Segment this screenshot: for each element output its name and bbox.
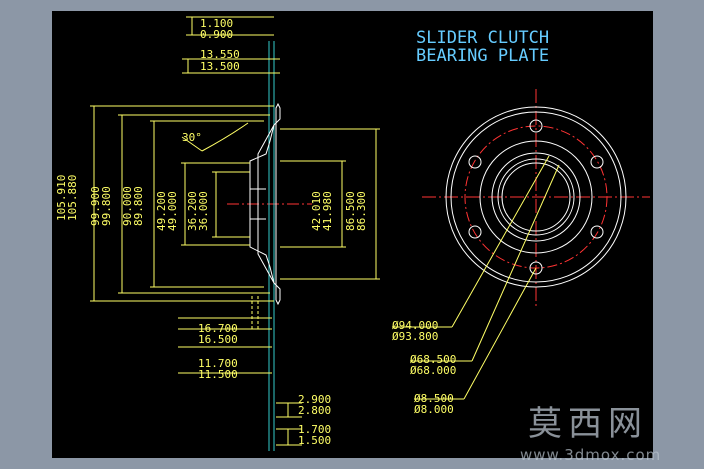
dim-outer-dia-lower: 105.880 xyxy=(66,175,79,221)
dim-1-lower: 1.500 xyxy=(298,434,331,447)
watermark-url: www.3dmox.com xyxy=(520,446,662,464)
dim-11-lower: 11.500 xyxy=(198,368,238,381)
dimension-texts: 1.100 0.900 13.550 13.500 105.910 105.88… xyxy=(55,17,368,447)
cad-drawing: 1.100 0.900 13.550 13.500 105.910 105.88… xyxy=(55,16,650,451)
diameter-texts: Ø94.000 Ø93.800 Ø68.500 Ø68.000 Ø8.500 Ø… xyxy=(392,319,456,416)
dim-90-upper: 90.000 xyxy=(121,186,134,226)
outer-circle xyxy=(445,106,627,288)
outer-circle-2 xyxy=(450,111,622,283)
dim-11-upper: 11.700 xyxy=(198,357,238,370)
hole-dia-upper: Ø8.500 xyxy=(414,392,454,405)
bore-inner-circle xyxy=(501,162,571,232)
bore-circle xyxy=(497,158,575,236)
extension-lines xyxy=(90,16,380,446)
front-view xyxy=(392,89,650,400)
dim-86-upper: 86.500 xyxy=(344,191,357,231)
section-view xyxy=(90,16,380,451)
dim-outer-dia-upper: 105.910 xyxy=(55,175,68,221)
dim-angle: 30° xyxy=(182,131,202,144)
bolt-hole xyxy=(529,261,543,275)
title-line-1: SLIDER CLUTCH xyxy=(416,28,549,48)
dim-49-lower: 49.000 xyxy=(166,191,179,231)
bolt-hole xyxy=(468,155,482,169)
dim-2-lower: 2.800 xyxy=(298,404,331,417)
dim-99-lower: 99.800 xyxy=(100,186,113,226)
dim-1-upper: 1.700 xyxy=(298,423,331,436)
part-outline xyxy=(249,102,281,306)
hub-inner-circle xyxy=(491,152,581,242)
dim-top-width-lower: 13.500 xyxy=(200,60,240,73)
dim-36-upper: 36.200 xyxy=(186,191,199,231)
dim-top-offset-lower: 0.900 xyxy=(200,28,233,41)
dim-top-offset-upper: 1.100 xyxy=(200,17,233,30)
hub-circle xyxy=(479,140,593,254)
part-inner-outline xyxy=(257,124,275,284)
dim-top-width-upper: 13.550 xyxy=(200,48,240,61)
dimension-lines xyxy=(93,17,377,445)
dim-49-upper: 49.200 xyxy=(155,191,168,231)
watermark-logo: 莫西网 xyxy=(528,404,648,444)
dim-90-lower: 89.800 xyxy=(132,186,145,226)
dim-36-lower: 36.000 xyxy=(197,191,210,231)
dim-2-upper: 2.900 xyxy=(298,393,331,406)
dim-42-lower: 41.980 xyxy=(321,191,334,231)
bolt-hole xyxy=(590,225,604,239)
drawing-canvas: 1.100 0.900 13.550 13.500 105.910 105.88… xyxy=(52,11,653,458)
bolt-circle-upper: Ø94.000 xyxy=(392,319,438,332)
center-dia-lower: Ø68.000 xyxy=(410,364,456,377)
dim-16-lower: 16.500 xyxy=(198,333,238,346)
bolt-hole xyxy=(468,225,482,239)
dim-42-upper: 42.010 xyxy=(310,191,323,231)
bolt-hole xyxy=(529,119,543,133)
title-block: SLIDER CLUTCH BEARING PLATE xyxy=(416,28,549,66)
bolt-hole xyxy=(590,155,604,169)
dim-86-lower: 86.300 xyxy=(355,191,368,231)
bolt-circle-lower: Ø93.800 xyxy=(392,330,438,343)
dim-16-upper: 16.700 xyxy=(198,322,238,335)
title-line-2: BEARING PLATE xyxy=(416,46,549,66)
hole-dia-lower: Ø8.000 xyxy=(414,403,454,416)
center-dia-upper: Ø68.500 xyxy=(410,353,456,366)
dim-99-upper: 99.900 xyxy=(89,186,102,226)
leader-lines xyxy=(392,155,560,400)
